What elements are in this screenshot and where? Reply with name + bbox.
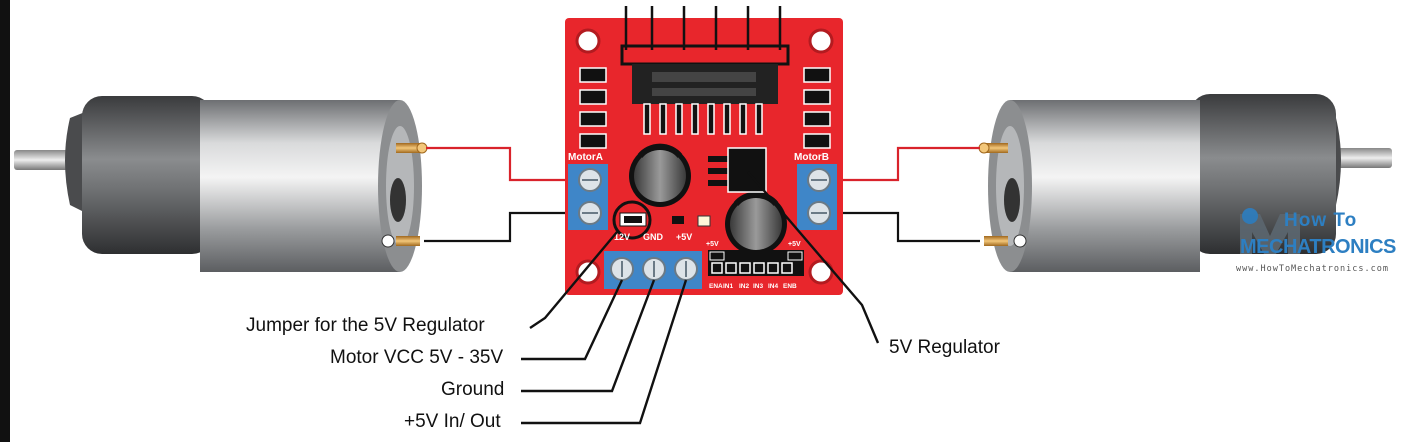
- left-motor-gearbox: [82, 96, 212, 254]
- header-pin-label-in1: IN1: [723, 283, 734, 290]
- left-motor-body: [200, 100, 400, 272]
- leader-motor-vcc: [521, 279, 624, 361]
- l298n-board: MotorA MotorB: [565, 6, 843, 295]
- diodes-right: [803, 67, 831, 149]
- leader-jumper: [529, 231, 618, 329]
- right-motor-shaft: [1330, 148, 1392, 168]
- leader-regulator: [747, 171, 880, 344]
- mount-hole-tr: [808, 28, 834, 54]
- right-motor-terminal-top: [984, 143, 1008, 153]
- terminal-motor-b: [797, 164, 837, 230]
- header-pin-label-in3: IN3: [753, 283, 764, 290]
- terminal-motor-a: [568, 164, 608, 230]
- left-motor-bushing: [390, 178, 406, 222]
- jumper-label-gnd: GND: [643, 232, 664, 242]
- mechatronics-logo-mark: [1240, 208, 1300, 254]
- left-border: [0, 0, 10, 442]
- right-motor-body: [1010, 100, 1200, 272]
- header-5v-left: +5V: [706, 241, 719, 248]
- leader-plus5v: [521, 279, 688, 425]
- left-motor-terminal-bottom: [396, 236, 420, 246]
- capacitor-right: [725, 191, 787, 255]
- header-pin-label-in2: IN2: [739, 283, 750, 290]
- logo-line2: MECHATRONICS: [1240, 236, 1396, 258]
- callout-regulator: 5V Regulator: [889, 337, 1000, 358]
- capacitor-left: [629, 143, 691, 207]
- right-motor-bushing: [1004, 178, 1020, 222]
- heatsink-pins: [624, 6, 782, 50]
- callout-plus5v: +5V In/ Out: [404, 411, 501, 432]
- leader-lines: [521, 171, 880, 425]
- motor-b-label: MotorB: [794, 152, 829, 163]
- chip-legs: [643, 103, 763, 135]
- jumper-label-12v: 12V: [614, 232, 630, 242]
- header-5v-right: +5V: [788, 241, 801, 248]
- wire-motor-a-red: [426, 146, 572, 182]
- left-motor-shaft: [14, 150, 74, 170]
- header-pin-label-enb: ENB: [783, 283, 797, 290]
- diodes-left: [579, 67, 607, 149]
- motor-a-label: MotorA: [568, 152, 603, 163]
- callout-jumper: Jumper for the 5V Regulator: [246, 315, 485, 336]
- mechatronics-logo: How To MECHATRONICS www.HowToMechatronic…: [1236, 208, 1396, 278]
- callout-motor-vcc: Motor VCC 5V - 35V: [330, 347, 504, 368]
- right-motor-terminal-bottom: [984, 236, 1008, 246]
- header-pin-label-ena: ENA: [709, 283, 723, 290]
- logo-url: www.HowToMechatronics.com: [1236, 264, 1389, 274]
- left-motor-terminal-top: [396, 143, 420, 153]
- wire-motor-b-black: [840, 211, 980, 243]
- l298-chip: [632, 64, 778, 104]
- logic-header: [708, 250, 804, 276]
- mount-hole-bl: [575, 259, 601, 285]
- leader-ground: [521, 279, 656, 393]
- header-pin-label-in4: IN4: [768, 283, 779, 290]
- callout-ground: Ground: [441, 379, 505, 400]
- mount-hole-tl: [575, 28, 601, 54]
- mount-hole-br: [808, 259, 834, 285]
- logo-line1: How To: [1284, 210, 1358, 231]
- wire-motor-b-red: [840, 146, 980, 182]
- wire-motor-a-black: [424, 211, 572, 243]
- jumper-5v-enable: [612, 200, 711, 240]
- jumper-label-5v: +5V: [676, 232, 692, 242]
- left-motor: [14, 96, 428, 272]
- wires: [424, 146, 980, 243]
